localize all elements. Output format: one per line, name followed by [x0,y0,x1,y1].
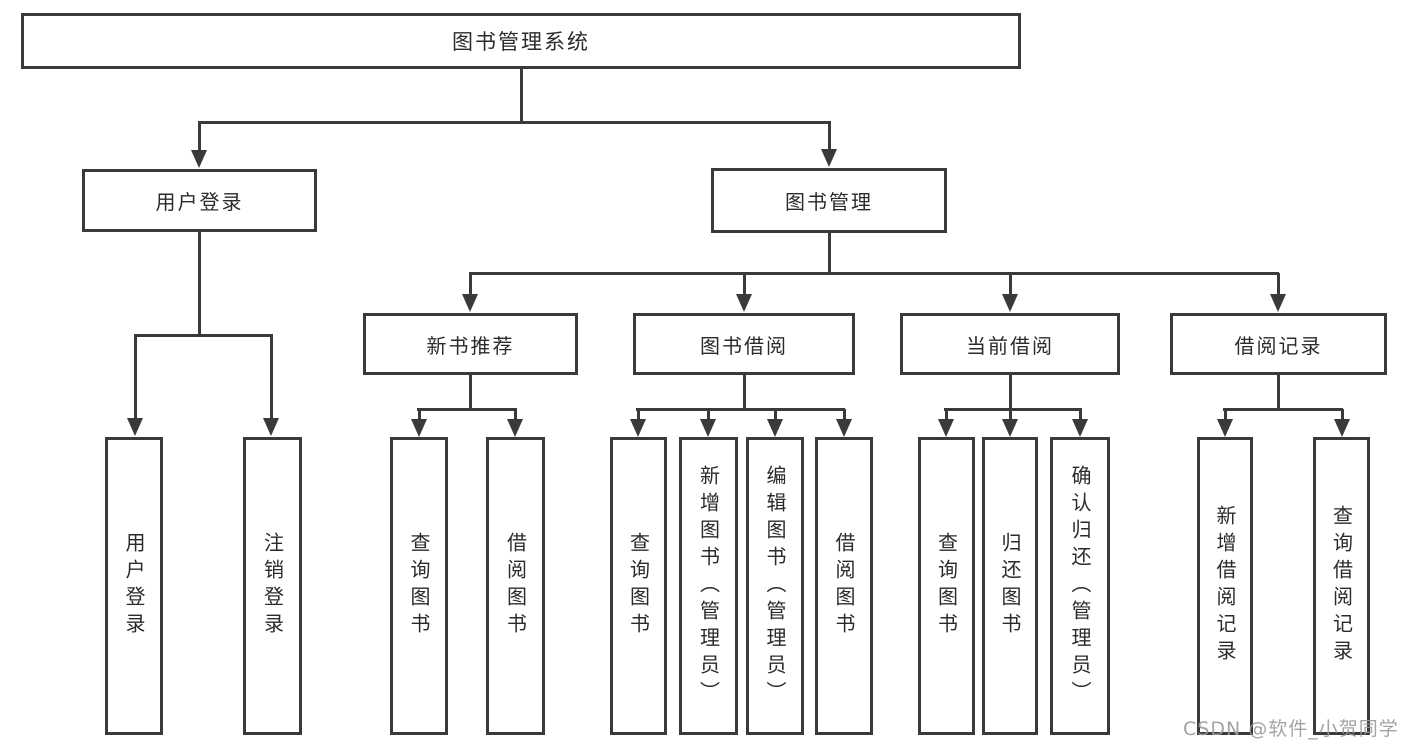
csdn-watermark: CSDN @软件_小贺同学 [1183,718,1399,740]
arrow-down-icon [191,150,207,168]
connector-line [134,335,137,419]
connector-line [469,375,472,409]
connector-line [417,408,517,411]
connector-line [514,409,517,421]
node-user-login-branch: 用户登录 [82,169,317,232]
arrow-down-icon [938,419,954,437]
connector-line [198,122,201,151]
arrow-down-icon [507,419,523,437]
connector-line [418,409,421,421]
arrow-down-icon [700,419,716,437]
connector-line [707,409,710,421]
connector-line [198,121,831,124]
node-book-borrow: 图书借阅 [633,313,855,375]
connector-line [636,408,845,411]
arrow-down-icon [1002,419,1018,437]
connector-line [270,335,273,419]
leaf-return-books: 归还图书 [982,437,1038,735]
arrow-down-icon [1072,419,1088,437]
connector-line [1224,409,1227,421]
connector-line [1009,273,1012,295]
connector-line [743,273,746,295]
connector-line [944,408,1082,411]
leaf-user-login: 用户登录 [105,437,163,735]
node-borrow-records: 借阅记录 [1170,313,1387,375]
arrow-down-icon [462,294,478,312]
arrow-down-icon [1002,294,1018,312]
connector-line [1079,409,1082,421]
connector-line [743,375,746,409]
connector-line [1341,409,1344,421]
arrow-down-icon [1334,419,1350,437]
connector-line [774,409,777,421]
node-new-book-recommend: 新书推荐 [363,313,578,375]
leaf-borrow-books-1: 借阅图书 [486,437,545,735]
leaf-query-borrow-record: 查询借阅记录 [1313,437,1370,735]
connector-line [637,409,640,421]
arrow-down-icon [767,419,783,437]
leaf-borrow-books-2: 借阅图书 [815,437,873,735]
arrow-down-icon [1270,294,1286,312]
connector-line [828,122,831,150]
connector-line [520,69,523,122]
connector-line [843,409,846,421]
connector-line [945,409,948,421]
connector-line [1277,375,1280,409]
connector-line [469,272,1279,275]
connector-line [469,273,472,295]
arrow-down-icon [630,419,646,437]
connector-line [1277,273,1280,295]
arrow-down-icon [263,418,279,436]
leaf-confirm-return-admin: 确认归还（管理员） [1050,437,1110,735]
arrow-down-icon [836,419,852,437]
connector-line [828,233,831,273]
leaf-add-books-admin: 新增图书（管理员） [679,437,738,735]
leaf-add-borrow-record: 新增借阅记录 [1197,437,1253,735]
leaf-logout: 注销登录 [243,437,302,735]
arrow-down-icon [1217,419,1233,437]
connector-line [134,334,273,337]
leaf-query-books-2: 查询图书 [610,437,667,735]
arrow-down-icon [411,419,427,437]
leaf-edit-books-admin: 编辑图书（管理员） [746,437,804,735]
leaf-query-books-1: 查询图书 [390,437,448,735]
connector-line [1009,409,1012,421]
arrow-down-icon [821,149,837,167]
connector-line [198,232,201,335]
node-root: 图书管理系统 [21,13,1021,69]
node-book-management: 图书管理 [711,168,947,233]
connector-line [1223,408,1343,411]
arrow-down-icon [736,294,752,312]
arrow-down-icon [127,418,143,436]
leaf-query-books-3: 查询图书 [918,437,975,735]
connector-line [1009,375,1012,409]
node-current-borrow: 当前借阅 [900,313,1120,375]
